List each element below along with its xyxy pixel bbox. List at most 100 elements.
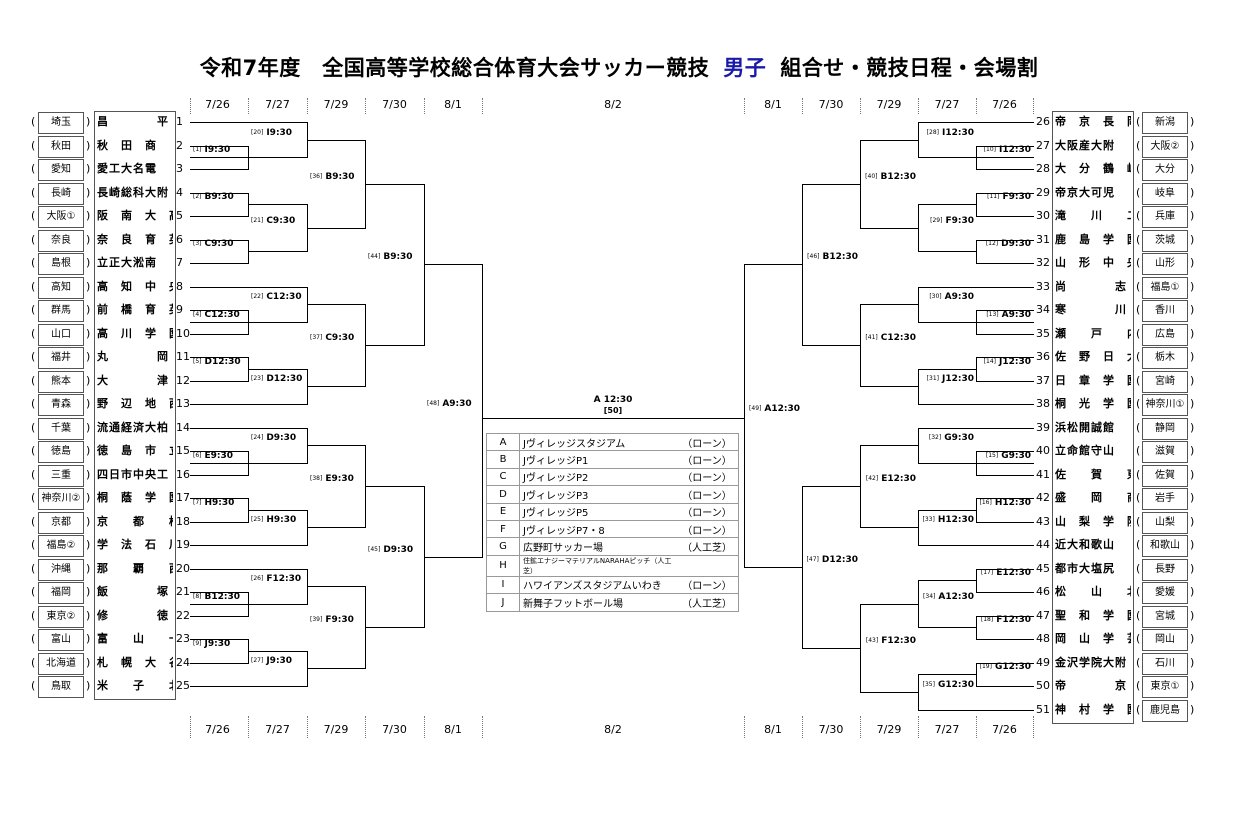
- seed-number: 11: [176, 350, 190, 363]
- school-name: 高 知 中 央: [97, 279, 173, 293]
- seed-number: 1: [176, 115, 183, 128]
- school-name: 昌 平: [97, 115, 169, 128]
- match-time: D9:30: [266, 433, 297, 444]
- column-divider: [307, 716, 308, 738]
- paren-open: (: [31, 491, 36, 504]
- paren-close: ): [86, 608, 91, 622]
- school-name: 阪 南 大 高: [97, 209, 173, 222]
- match-label: [21]C9:30: [251, 216, 295, 226]
- seed-number: 32: [1036, 256, 1050, 269]
- seed-number: 40: [1036, 444, 1050, 457]
- match-label: [7]H9:30: [193, 498, 234, 508]
- seed-number: 27: [1036, 138, 1050, 152]
- match-time: C9:30: [204, 239, 234, 250]
- bracket-line: [744, 415, 745, 419]
- match-number: [35]: [922, 680, 935, 688]
- seed-number: 15: [176, 444, 190, 457]
- paren-open: (: [1136, 491, 1141, 504]
- match-label: [9]J9:30: [193, 639, 230, 649]
- bracket-line: [976, 615, 1034, 617]
- paren-close: ): [86, 303, 91, 316]
- prefecture-box: 熊本: [38, 370, 84, 393]
- venue-surface: （ローン）: [676, 519, 739, 539]
- bracket-line: [190, 545, 308, 546]
- venue-surface: （ローン）: [676, 450, 739, 469]
- paren-open: (: [31, 444, 36, 457]
- prefecture-box: 東京①: [1142, 676, 1188, 698]
- paren-close: ): [86, 444, 91, 457]
- venue-code: D: [486, 485, 520, 504]
- date-label: 8/1: [444, 723, 462, 736]
- match-time: E9:30: [204, 450, 234, 461]
- column-divider: [860, 716, 861, 738]
- match-label: [37]C9:30: [310, 333, 354, 343]
- seed-number: 38: [1036, 397, 1050, 410]
- paren-open: (: [1136, 397, 1141, 410]
- venue-surface: （人工芝）: [676, 593, 739, 612]
- school-name: 富 山 一: [97, 632, 173, 645]
- paren-close: ): [86, 138, 91, 152]
- prefecture-box: 富山: [38, 629, 84, 651]
- column-divider: [482, 716, 483, 738]
- match-label: [2]B9:30: [193, 192, 234, 202]
- school-name: 日 章 学 園: [1055, 373, 1131, 387]
- paren-close: ): [1190, 679, 1195, 692]
- school-name: 京 都 橘: [97, 514, 173, 528]
- venue-surface: （人工芝）: [676, 537, 739, 556]
- school-name: 長崎総科大附: [97, 185, 169, 199]
- bracket-line: [860, 304, 919, 306]
- prefecture-box: 福島①: [1142, 276, 1188, 299]
- match-number: [21]: [251, 216, 264, 224]
- bracket-line: [365, 627, 425, 629]
- match-number: [49]: [749, 404, 762, 412]
- school-name: 帝京大可児: [1055, 185, 1115, 199]
- school-name: 高 川 学 園: [97, 326, 173, 340]
- title-suffix: 組合せ・競技日程・会場割: [780, 56, 1039, 80]
- match-number: [16]: [979, 498, 992, 506]
- date-label: 7/29: [323, 723, 349, 736]
- venue-code: H: [486, 554, 520, 577]
- prefecture-box: 福井: [38, 347, 84, 369]
- bracket-line: [190, 145, 249, 147]
- bracket-line: [976, 216, 1034, 217]
- match-time: B9:30: [325, 171, 355, 182]
- bracket-line: [248, 462, 308, 464]
- column-divider: [976, 716, 977, 738]
- match-number: [25]: [251, 516, 264, 524]
- match-number: [31]: [926, 375, 939, 383]
- venue-code: F: [486, 519, 520, 539]
- match-number: [17]: [980, 569, 994, 577]
- venue-code: C: [486, 467, 520, 487]
- bracket-line: [744, 567, 803, 569]
- match-number: [28]: [926, 128, 939, 136]
- paren-open: (: [1136, 185, 1141, 199]
- prefecture-box: 愛媛: [1142, 582, 1188, 604]
- prefecture-box: 山梨: [1142, 511, 1188, 534]
- match-number: [4]: [193, 310, 202, 318]
- match-label: [41]C12:30: [865, 333, 916, 343]
- seed-number: 49: [1036, 655, 1050, 669]
- seed-number: 29: [1036, 185, 1050, 199]
- match-number: [8]: [193, 592, 202, 600]
- match-time: G9:30: [1001, 450, 1031, 461]
- match-number: [29]: [930, 216, 943, 224]
- school-name: 那 覇 西: [97, 561, 173, 575]
- match-label: [39]F9:30: [310, 615, 354, 625]
- school-name: 四日市中央工: [97, 467, 169, 481]
- bracket-line: [190, 216, 249, 217]
- match-number: [26]: [251, 575, 264, 583]
- prefecture-box: 香川: [1142, 300, 1188, 322]
- column-divider: [1033, 98, 1034, 114]
- prefecture-box: 京都: [38, 511, 84, 534]
- match-time: D12:30: [266, 374, 303, 385]
- match-label: [32]G9:30: [929, 433, 974, 443]
- match-time: B12:30: [880, 171, 916, 182]
- school-name: 札 幌 大 谷: [97, 655, 173, 669]
- match-time: J9:30: [266, 656, 293, 667]
- paren-close: ): [1190, 397, 1195, 410]
- match-label: [4]C12:30: [193, 310, 240, 320]
- match-time: A9:30: [944, 292, 974, 303]
